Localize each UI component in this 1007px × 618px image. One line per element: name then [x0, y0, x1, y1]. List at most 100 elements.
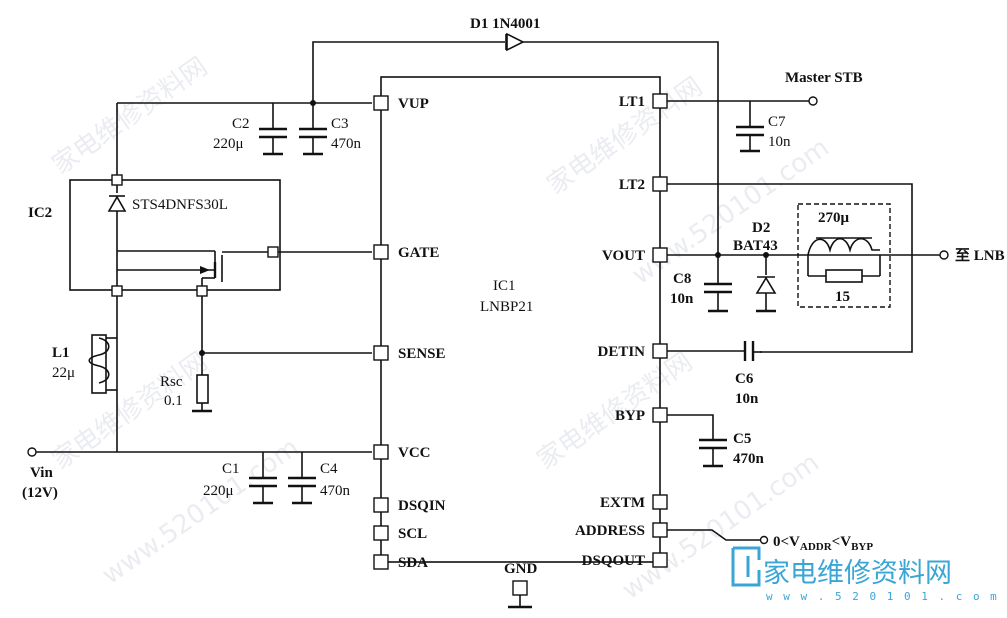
- l1-value: 22μ: [52, 365, 75, 381]
- c6-value: 10n: [735, 391, 759, 407]
- lc-filter-box: [797, 203, 891, 308]
- c1-capacitor: [249, 452, 277, 505]
- ic1-left-pin-labels: VUP GATE SENSE VCC DSQIN SCL SDA: [398, 96, 446, 571]
- c5-capacitor: [699, 438, 727, 468]
- l1-name: L1: [52, 345, 70, 361]
- c1-value: 220μ: [203, 483, 234, 499]
- c2-capacitor: [259, 103, 287, 156]
- label-vcc: VCC: [398, 445, 431, 461]
- watermark-url-1: www.520101.com: [627, 133, 835, 291]
- logo-url: w w w . 5 2 0 1 0 1 . c o m: [766, 590, 999, 603]
- label-address: ADDRESS: [575, 523, 645, 539]
- pin-dsqout: [652, 552, 668, 568]
- pin-gnd: [512, 580, 528, 596]
- rsc-value: 0.1: [164, 393, 183, 409]
- pin-extm: [652, 494, 668, 510]
- label-vout: VOUT: [602, 248, 645, 264]
- label-lt2: LT2: [619, 177, 645, 193]
- address-terminal: [759, 535, 769, 545]
- c8-name: C8: [673, 271, 691, 287]
- addr-condition: 0<VADDR<VBYP: [773, 534, 873, 553]
- master-stb-terminal: [808, 96, 818, 106]
- label-vup: VUP: [398, 96, 429, 112]
- c7-name: C7: [768, 114, 786, 130]
- ic1-body: [380, 76, 661, 563]
- site-logo: 家电维修资料网 w w w . 5 2 0 1 0 1 . c o m: [731, 546, 999, 603]
- vin-value: (12V): [22, 485, 58, 501]
- d1-diode: [312, 32, 719, 254]
- d2-part: BAT43: [733, 238, 778, 254]
- label-dsqout: DSQOUT: [582, 553, 645, 569]
- label-lt1: LT1: [619, 94, 645, 110]
- lt2-loop: [667, 183, 913, 353]
- label-gnd: GND: [504, 561, 538, 577]
- c7-capacitor: [736, 101, 764, 153]
- address-net: [667, 529, 760, 541]
- ic2-mosfet: [117, 250, 273, 290]
- ic2-body: [69, 179, 281, 291]
- c4-value: 470n: [320, 483, 351, 499]
- lc-filter: [807, 237, 881, 283]
- pin-vup: [373, 95, 389, 111]
- c7-value: 10n: [768, 134, 791, 150]
- logo-text: 家电维修资料网: [763, 558, 952, 589]
- label-sda: SDA: [398, 555, 428, 571]
- label-detin: DETIN: [597, 344, 645, 360]
- c8-capacitor: [704, 255, 732, 313]
- pin-lt1: [652, 93, 668, 109]
- vin-terminal: [27, 447, 37, 457]
- pin-byp: [652, 407, 668, 423]
- d2-name: D2: [752, 220, 770, 236]
- ic2-name: IC2: [28, 205, 52, 221]
- pin-sda: [373, 554, 389, 570]
- label-extm: EXTM: [600, 495, 645, 511]
- label-byp: BYP: [615, 408, 645, 424]
- pin-address: [652, 522, 668, 538]
- watermark-url-2: www.520101.com: [97, 433, 305, 591]
- c3-capacitor: [299, 103, 327, 156]
- ic2-pin-top: [111, 174, 123, 186]
- pin-gate: [373, 244, 389, 260]
- byp-net: [667, 414, 714, 440]
- c6-name: C6: [735, 371, 754, 387]
- l1-inductor: [88, 296, 118, 452]
- pin-vcc: [373, 444, 389, 460]
- c8-value: 10n: [670, 291, 694, 307]
- lnb-terminal: [939, 250, 949, 260]
- label-sense: SENSE: [398, 346, 446, 362]
- c5-value: 470n: [733, 451, 765, 467]
- ic2-pin-source: [111, 285, 123, 297]
- ic2-body-diode: [107, 180, 127, 290]
- filter-inductor-value: 270μ: [818, 210, 850, 226]
- c2-value: 220μ: [213, 136, 244, 152]
- master-stb-label: Master STB: [785, 70, 863, 86]
- pin-dsqin: [373, 497, 389, 513]
- pin-detin: [652, 343, 668, 359]
- watermark-cn-1: 家电维修资料网: [47, 52, 213, 181]
- label-gate: GATE: [398, 245, 439, 261]
- pin-lt2: [652, 176, 668, 192]
- sense-junction: [199, 350, 205, 356]
- vin-name: Vin: [30, 465, 53, 481]
- watermark-layer: 家电维修资料网 家电维修资料网 家电维修资料网 家电维修资料网 www.5201…: [47, 52, 835, 606]
- ic2-pin-drain: [196, 285, 208, 297]
- lnb-label: 至 LNB: [955, 247, 1005, 264]
- ic1-right-pins: [652, 93, 668, 568]
- c2-name: C2: [232, 116, 250, 132]
- pin-sense: [373, 345, 389, 361]
- d1-label: D1 1N4001: [470, 16, 540, 32]
- ic1-right-pin-labels: LT1 LT2 VOUT DETIN BYP EXTM ADDRESS DSQO…: [575, 94, 645, 569]
- label-scl: SCL: [398, 526, 427, 542]
- pin-vout: [652, 247, 668, 263]
- d2-diode: [755, 255, 777, 313]
- filter-resistor-value: 15: [835, 289, 850, 305]
- c3-name: C3: [331, 116, 349, 132]
- ic2-part: STS4DNFS30L: [132, 197, 228, 213]
- pin-scl: [373, 525, 389, 541]
- c4-name: C4: [320, 461, 338, 477]
- ic1-name: IC1: [493, 278, 516, 294]
- ic2-pin-gate: [267, 246, 279, 258]
- ic1-part: LNBP21: [480, 299, 533, 315]
